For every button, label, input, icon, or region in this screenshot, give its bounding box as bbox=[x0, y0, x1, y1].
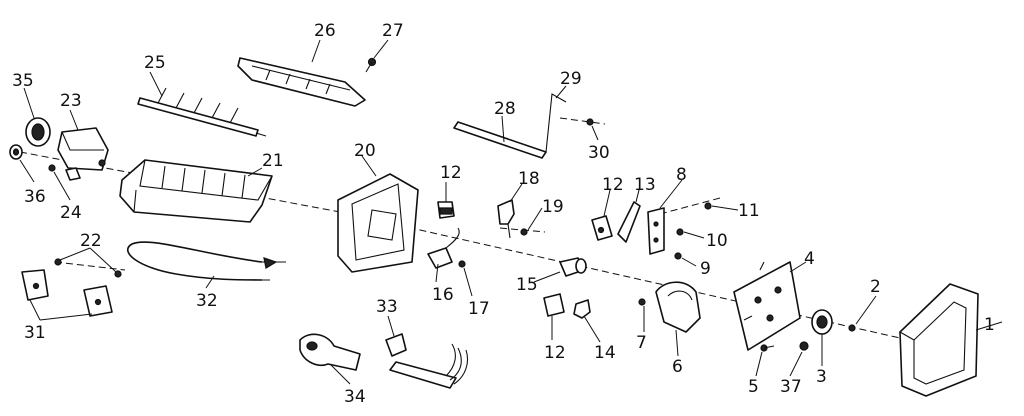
screw-22-drawing bbox=[54, 258, 122, 278]
switch-12-right-drawing bbox=[591, 215, 613, 241]
label-part-37: 37 bbox=[780, 377, 802, 397]
clip-14-drawing bbox=[573, 299, 591, 319]
axis-arm bbox=[559, 117, 606, 125]
label-part-36: 36 bbox=[24, 187, 46, 207]
label-part-24: 24 bbox=[60, 203, 82, 223]
switch-12-lower-drawing bbox=[543, 293, 565, 317]
label-part-14: 14 bbox=[594, 343, 616, 363]
screw-27-drawing bbox=[365, 57, 377, 73]
ice-mold-drawing bbox=[119, 159, 273, 223]
label-part-18: 18 bbox=[518, 169, 540, 189]
label-part-3: 3 bbox=[816, 367, 827, 387]
label-part-2: 2 bbox=[870, 277, 881, 297]
screw-19-drawing bbox=[520, 228, 528, 236]
label-part-28: 28 bbox=[494, 99, 516, 119]
label-part-35: 35 bbox=[12, 71, 34, 91]
bracket-18-drawing bbox=[497, 199, 515, 239]
label-part-19: 19 bbox=[542, 197, 564, 217]
axis-screw-22 bbox=[54, 261, 126, 271]
label-part-10: 10 bbox=[706, 231, 728, 251]
screw-17-drawing bbox=[458, 260, 466, 268]
label-part-17: 17 bbox=[468, 299, 490, 319]
label-part-26: 26 bbox=[314, 21, 336, 41]
part-labels: 1 2 3 4 5 6 7 8 9 10 11 12 12 12 13 14 1… bbox=[12, 21, 995, 407]
screw-24-drawing bbox=[48, 164, 81, 181]
wire-lead-drawing bbox=[389, 343, 469, 389]
screws-9-10-11-drawing bbox=[674, 202, 712, 260]
screw-7-drawing bbox=[638, 298, 646, 306]
label-part-15: 15 bbox=[516, 275, 538, 295]
label-part-23: 23 bbox=[60, 91, 82, 111]
label-part-33: 33 bbox=[376, 297, 398, 317]
label-part-12-right: 12 bbox=[602, 175, 624, 195]
housing-cover-drawing bbox=[899, 283, 979, 397]
heater-drawing bbox=[126, 241, 286, 281]
motor-drawing bbox=[655, 281, 701, 333]
switch-bracket-drawing bbox=[647, 207, 665, 255]
label-part-4: 4 bbox=[804, 249, 815, 269]
valve-16-drawing bbox=[427, 227, 460, 269]
fill-cup-drawing bbox=[57, 127, 109, 171]
label-part-13: 13 bbox=[634, 175, 656, 195]
label-part-34: 34 bbox=[344, 387, 366, 407]
label-part-12-upper: 12 bbox=[440, 163, 462, 183]
lever-13-drawing bbox=[617, 201, 641, 243]
label-part-12-lower: 12 bbox=[544, 343, 566, 363]
nut-37-drawing bbox=[799, 341, 809, 351]
clamp-33-drawing bbox=[385, 333, 407, 357]
label-part-1: 1 bbox=[984, 315, 995, 335]
harness-plug-drawing bbox=[299, 333, 361, 371]
shutoff-arm-drawing bbox=[453, 93, 594, 159]
label-part-20: 20 bbox=[354, 141, 376, 161]
screw-2-drawing bbox=[848, 324, 856, 332]
label-part-27: 27 bbox=[382, 21, 404, 41]
label-part-9: 9 bbox=[700, 259, 711, 279]
switch-12-drawing bbox=[437, 201, 455, 219]
stripper-drawing bbox=[237, 57, 366, 107]
label-part-11: 11 bbox=[738, 201, 760, 221]
mounting-bracket-drawing bbox=[21, 269, 113, 317]
support-housing-drawing bbox=[337, 173, 419, 273]
label-part-25: 25 bbox=[144, 53, 166, 73]
coupling-15-drawing bbox=[559, 257, 587, 277]
label-part-6: 6 bbox=[672, 357, 683, 377]
label-part-16: 16 bbox=[432, 285, 454, 305]
label-part-21: 21 bbox=[262, 151, 284, 171]
ejector-drawing bbox=[137, 87, 267, 137]
washer-36-drawing bbox=[9, 144, 23, 160]
label-part-30: 30 bbox=[588, 143, 610, 163]
gear-3-drawing bbox=[811, 309, 833, 335]
label-part-22: 22 bbox=[80, 231, 102, 251]
label-part-31: 31 bbox=[24, 323, 46, 343]
label-part-8: 8 bbox=[676, 165, 687, 185]
leader-lines bbox=[19, 39, 1003, 385]
screw-5-drawing bbox=[760, 344, 775, 352]
label-part-5: 5 bbox=[748, 377, 759, 397]
label-part-29: 29 bbox=[560, 69, 582, 89]
mounting-plate-drawing bbox=[733, 261, 801, 351]
label-part-32: 32 bbox=[196, 291, 218, 311]
bearing-35-drawing bbox=[25, 117, 51, 147]
label-part-7: 7 bbox=[636, 333, 647, 353]
